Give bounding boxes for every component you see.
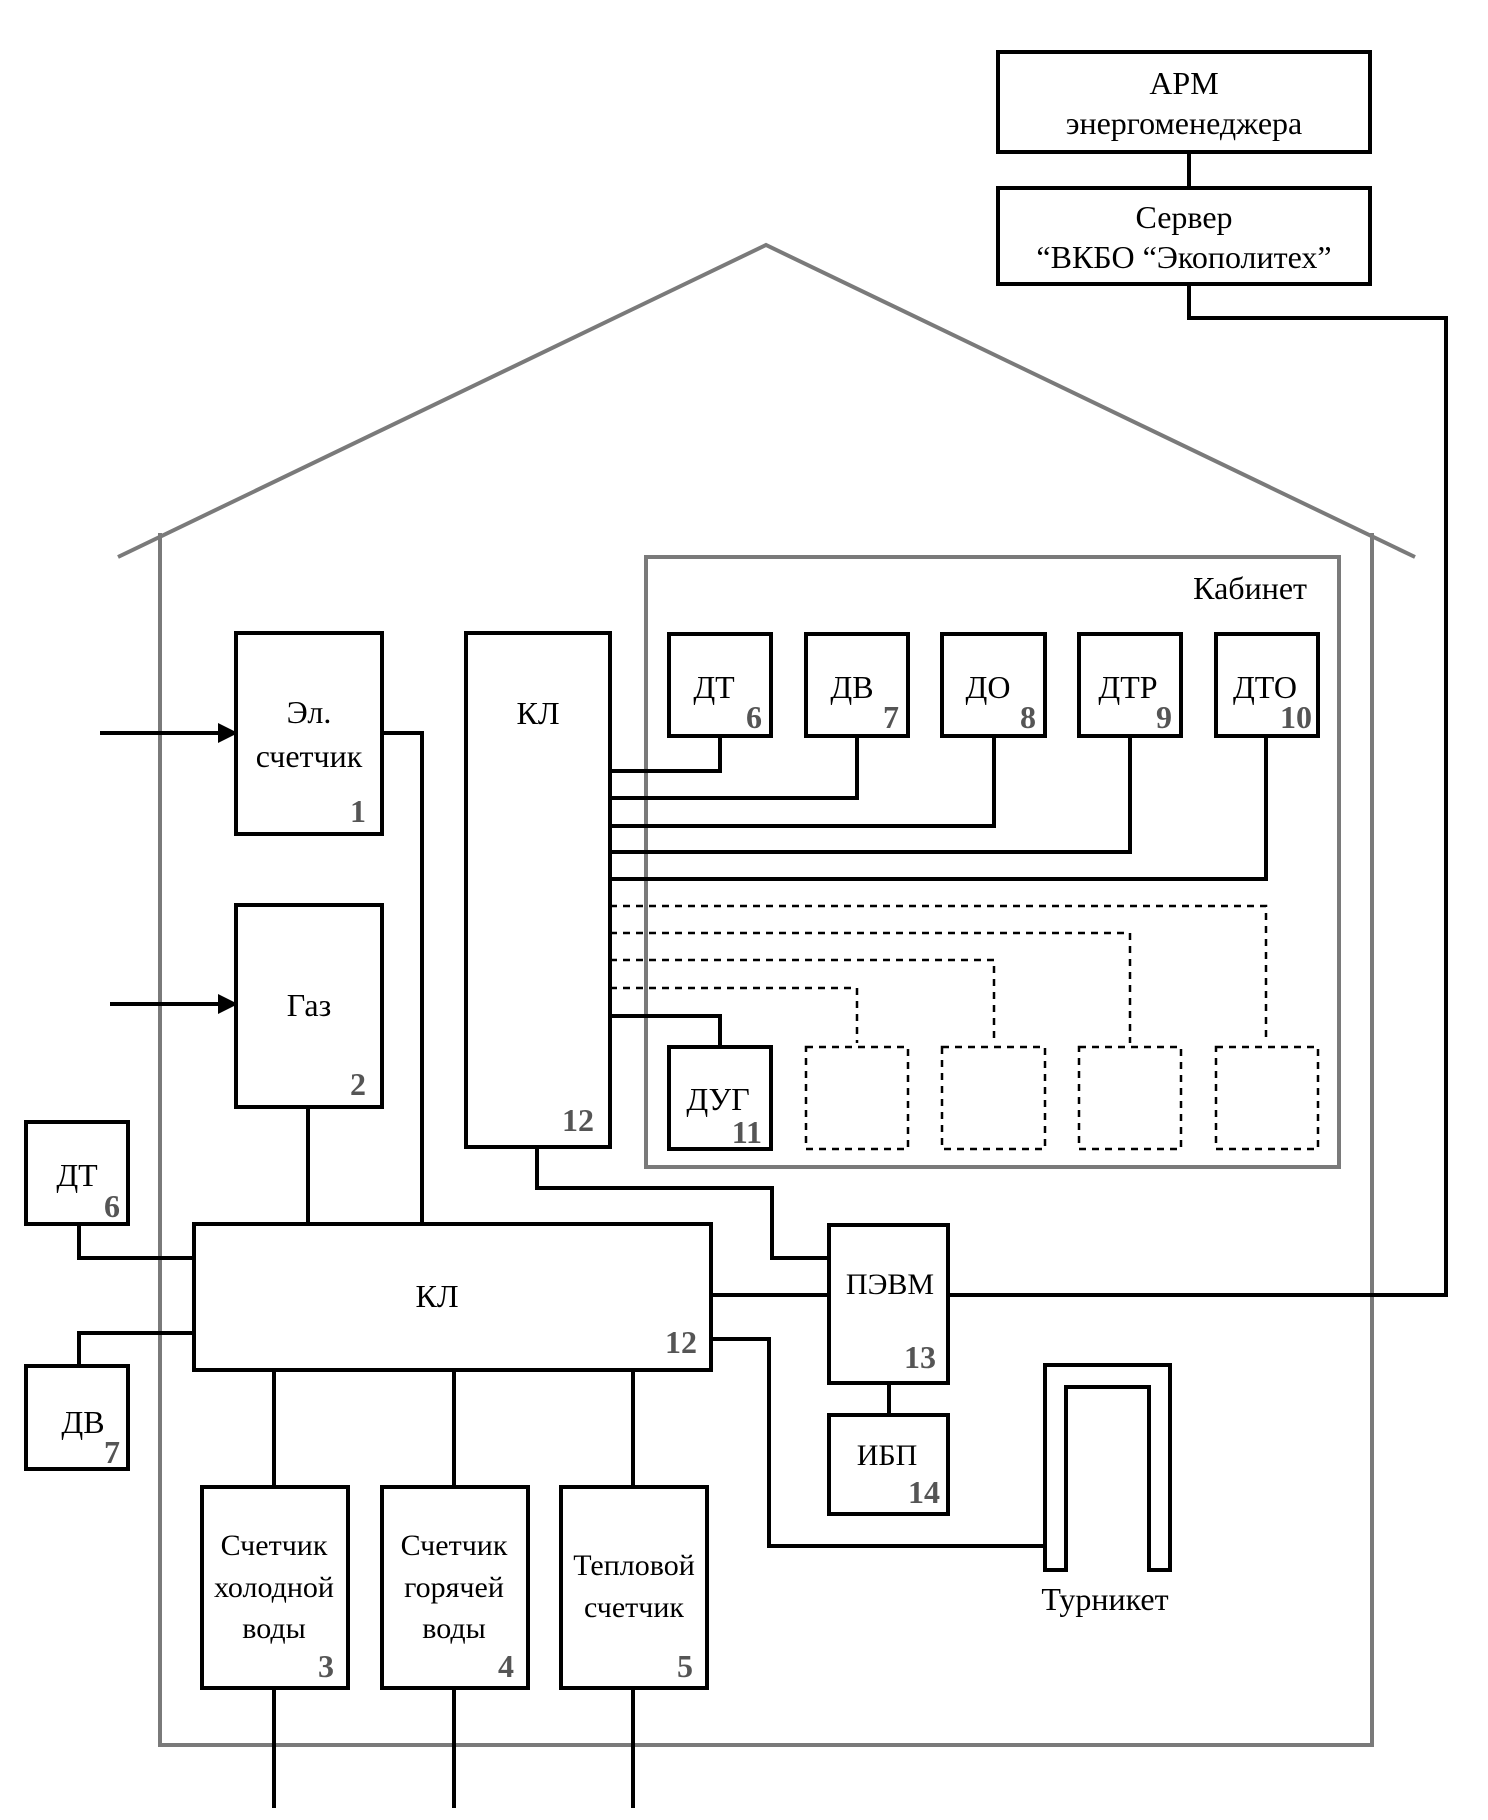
svg-text:ИБП: ИБП bbox=[857, 1439, 918, 1472]
svg-text:Эл.: Эл. bbox=[287, 694, 332, 730]
svg-text:Тепловой: Тепловой bbox=[573, 1549, 695, 1582]
svg-text:9: 9 bbox=[1156, 699, 1172, 735]
cabinet-title: Кабинет bbox=[1193, 570, 1307, 606]
sensor-dto-box: ДТО 10 bbox=[1214, 632, 1320, 738]
kl-main-box: КЛ 12 bbox=[192, 1222, 713, 1372]
hot-water-meter-box: Счетчик горячей воды 4 bbox=[380, 1485, 530, 1690]
electric-meter-box: Эл. счетчик 1 bbox=[234, 631, 384, 836]
svg-text:1: 1 bbox=[350, 793, 366, 829]
svg-text:14: 14 bbox=[908, 1474, 940, 1510]
svg-text:6: 6 bbox=[746, 699, 762, 735]
svg-text:4: 4 bbox=[498, 1648, 514, 1684]
pc-box: ПЭВМ 13 bbox=[827, 1223, 950, 1385]
building-outline bbox=[117, 242, 1416, 1747]
reserve-sensor-slots bbox=[804, 1045, 1320, 1151]
svg-text:ДВ: ДВ bbox=[830, 669, 873, 705]
cold-water-meter-box: Счетчик холодной воды 3 bbox=[200, 1485, 350, 1690]
svg-text:воды: воды bbox=[422, 1612, 486, 1645]
svg-text:12: 12 bbox=[562, 1102, 594, 1138]
svg-text:11: 11 bbox=[732, 1114, 762, 1150]
svg-text:5: 5 bbox=[677, 1648, 693, 1684]
svg-text:ДВ: ДВ bbox=[61, 1404, 104, 1440]
svg-text:“ВКБО “Экополитех”: “ВКБО “Экополитех” bbox=[1036, 239, 1331, 275]
svg-text:счетчик: счетчик bbox=[584, 1591, 684, 1624]
svg-text:воды: воды bbox=[242, 1612, 306, 1645]
sensor-dv-box: ДВ 7 bbox=[804, 632, 910, 738]
svg-text:6: 6 bbox=[104, 1188, 120, 1224]
kl-cabinet-box: КЛ 12 bbox=[464, 631, 612, 1149]
external-dv-box: ДВ 7 bbox=[24, 1364, 130, 1471]
reserve-slot-1 bbox=[804, 1045, 910, 1151]
svg-text:12: 12 bbox=[665, 1324, 697, 1360]
turnstile-icon bbox=[1043, 1363, 1172, 1572]
turnstile-label: Турникет bbox=[1041, 1581, 1168, 1617]
server-box: Сервер “ВКБО “Экополитех” bbox=[996, 186, 1372, 286]
svg-text:10: 10 bbox=[1280, 699, 1312, 735]
svg-text:энергоменеджера: энергоменеджера bbox=[1066, 105, 1303, 141]
external-dt-box: ДТ 6 bbox=[24, 1120, 130, 1226]
svg-text:7: 7 bbox=[104, 1434, 120, 1470]
svg-text:ДТО: ДТО bbox=[1233, 669, 1297, 705]
svg-text:КЛ: КЛ bbox=[516, 695, 559, 731]
svg-text:Счетчик: Счетчик bbox=[401, 1529, 508, 1562]
reserve-slot-3 bbox=[1077, 1045, 1183, 1151]
svg-text:13: 13 bbox=[904, 1339, 936, 1375]
svg-text:ПЭВМ: ПЭВМ bbox=[846, 1268, 934, 1301]
sensor-dt-box: ДТ 6 bbox=[667, 632, 773, 738]
reserve-slot-4 bbox=[1214, 1045, 1320, 1151]
svg-text:Сервер: Сервер bbox=[1135, 199, 1232, 235]
gas-meter-box: Газ 2 bbox=[234, 903, 384, 1109]
svg-text:горячей: горячей bbox=[404, 1571, 504, 1604]
sensor-do-box: ДО 8 bbox=[940, 632, 1047, 738]
cabinet-area bbox=[644, 555, 1341, 1169]
svg-text:2: 2 bbox=[350, 1066, 366, 1102]
reserve-slot-2 bbox=[940, 1045, 1047, 1151]
svg-text:счетчик: счетчик bbox=[256, 738, 363, 774]
heat-meter-box: Тепловой счетчик 5 bbox=[559, 1485, 709, 1690]
sensor-dug-box: ДУГ 11 bbox=[667, 1045, 773, 1151]
sensor-dtr-box: ДТР 9 bbox=[1077, 632, 1183, 738]
svg-text:ДТР: ДТР bbox=[1098, 669, 1157, 705]
svg-text:Газ: Газ bbox=[287, 987, 332, 1023]
svg-text:ДУГ: ДУГ bbox=[686, 1081, 749, 1117]
svg-text:КЛ: КЛ bbox=[415, 1278, 458, 1314]
dashed-wires bbox=[610, 904, 1268, 1043]
svg-text:АРМ: АРМ bbox=[1149, 65, 1218, 101]
arm-box: АРМ энергоменеджера bbox=[996, 50, 1372, 154]
ups-box: ИБП 14 bbox=[827, 1413, 950, 1516]
svg-text:ДТ: ДТ bbox=[693, 669, 735, 705]
svg-text:ДТ: ДТ bbox=[56, 1157, 98, 1193]
svg-text:7: 7 bbox=[883, 699, 899, 735]
svg-text:ДО: ДО bbox=[966, 669, 1011, 705]
svg-text:холодной: холодной bbox=[214, 1571, 334, 1604]
svg-text:8: 8 bbox=[1020, 699, 1036, 735]
svg-text:3: 3 bbox=[318, 1648, 334, 1684]
svg-text:Счетчик: Счетчик bbox=[221, 1529, 328, 1562]
wires bbox=[77, 152, 1448, 1548]
